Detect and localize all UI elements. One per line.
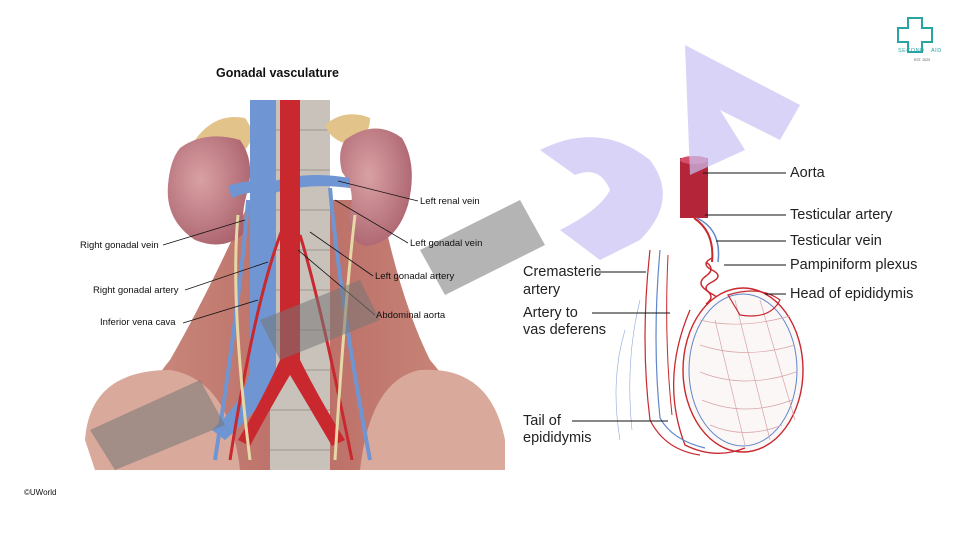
label-cremasteric-artery-line1: Cremasteric xyxy=(523,264,602,280)
tail-of-epididymis xyxy=(673,309,746,454)
label-inferior-vena-cava: Inferior vena cava xyxy=(100,317,176,328)
cremasteric-artery xyxy=(644,249,701,456)
abdominal-aorta xyxy=(238,100,345,446)
label-artery-to-vas-line1: Artery to xyxy=(523,305,578,321)
right-gonadal-artery xyxy=(228,229,284,461)
label-left-gonadal-artery: Left gonadal artery xyxy=(375,271,455,282)
logo-est: EST. 2020 xyxy=(914,58,931,62)
watermark xyxy=(90,45,800,470)
abdomen-illustration xyxy=(85,100,505,470)
label-head-of-epididymis: Head of epididymis xyxy=(790,286,914,302)
copyright: ©UWorld xyxy=(24,488,57,497)
testis-diagram xyxy=(615,156,804,456)
right-kidney xyxy=(167,136,251,245)
label-abdominal-aorta: Abdominal aorta xyxy=(376,310,446,321)
logo-name-b: AID xyxy=(931,48,942,54)
label-left-renal-vein: Left renal vein xyxy=(420,196,480,207)
label-testicular-artery: Testicular artery xyxy=(790,207,893,223)
figure-title: Gonadal vasculature xyxy=(216,66,339,80)
testis xyxy=(682,287,804,453)
label-pampiniform-plexus: Pampiniform plexus xyxy=(790,257,918,273)
label-tail-of-epididymis-line2: epididymis xyxy=(523,430,592,446)
label-left-gonadal-vein: Left gonadal vein xyxy=(410,238,483,249)
label-artery-to-vas-line2: vas deferens xyxy=(523,322,607,338)
label-testicular-vein: Testicular vein xyxy=(790,233,882,249)
artery-to-vas-deferens xyxy=(666,254,673,416)
logo-icon xyxy=(897,17,933,53)
label-tail-of-epididymis-line1: Tail of xyxy=(523,413,561,429)
left-kidney xyxy=(340,128,412,246)
label-right-gonadal-artery: Right gonadal artery xyxy=(93,285,179,296)
label-right-gonadal-vein: Right gonadal vein xyxy=(80,240,159,251)
label-cremasteric-artery-line2: artery xyxy=(523,282,561,298)
logo-name-a: SECOND xyxy=(898,48,925,54)
head-of-epididymis xyxy=(727,290,781,317)
right-leader-lines xyxy=(572,172,786,422)
label-aorta: Aorta xyxy=(790,165,825,181)
